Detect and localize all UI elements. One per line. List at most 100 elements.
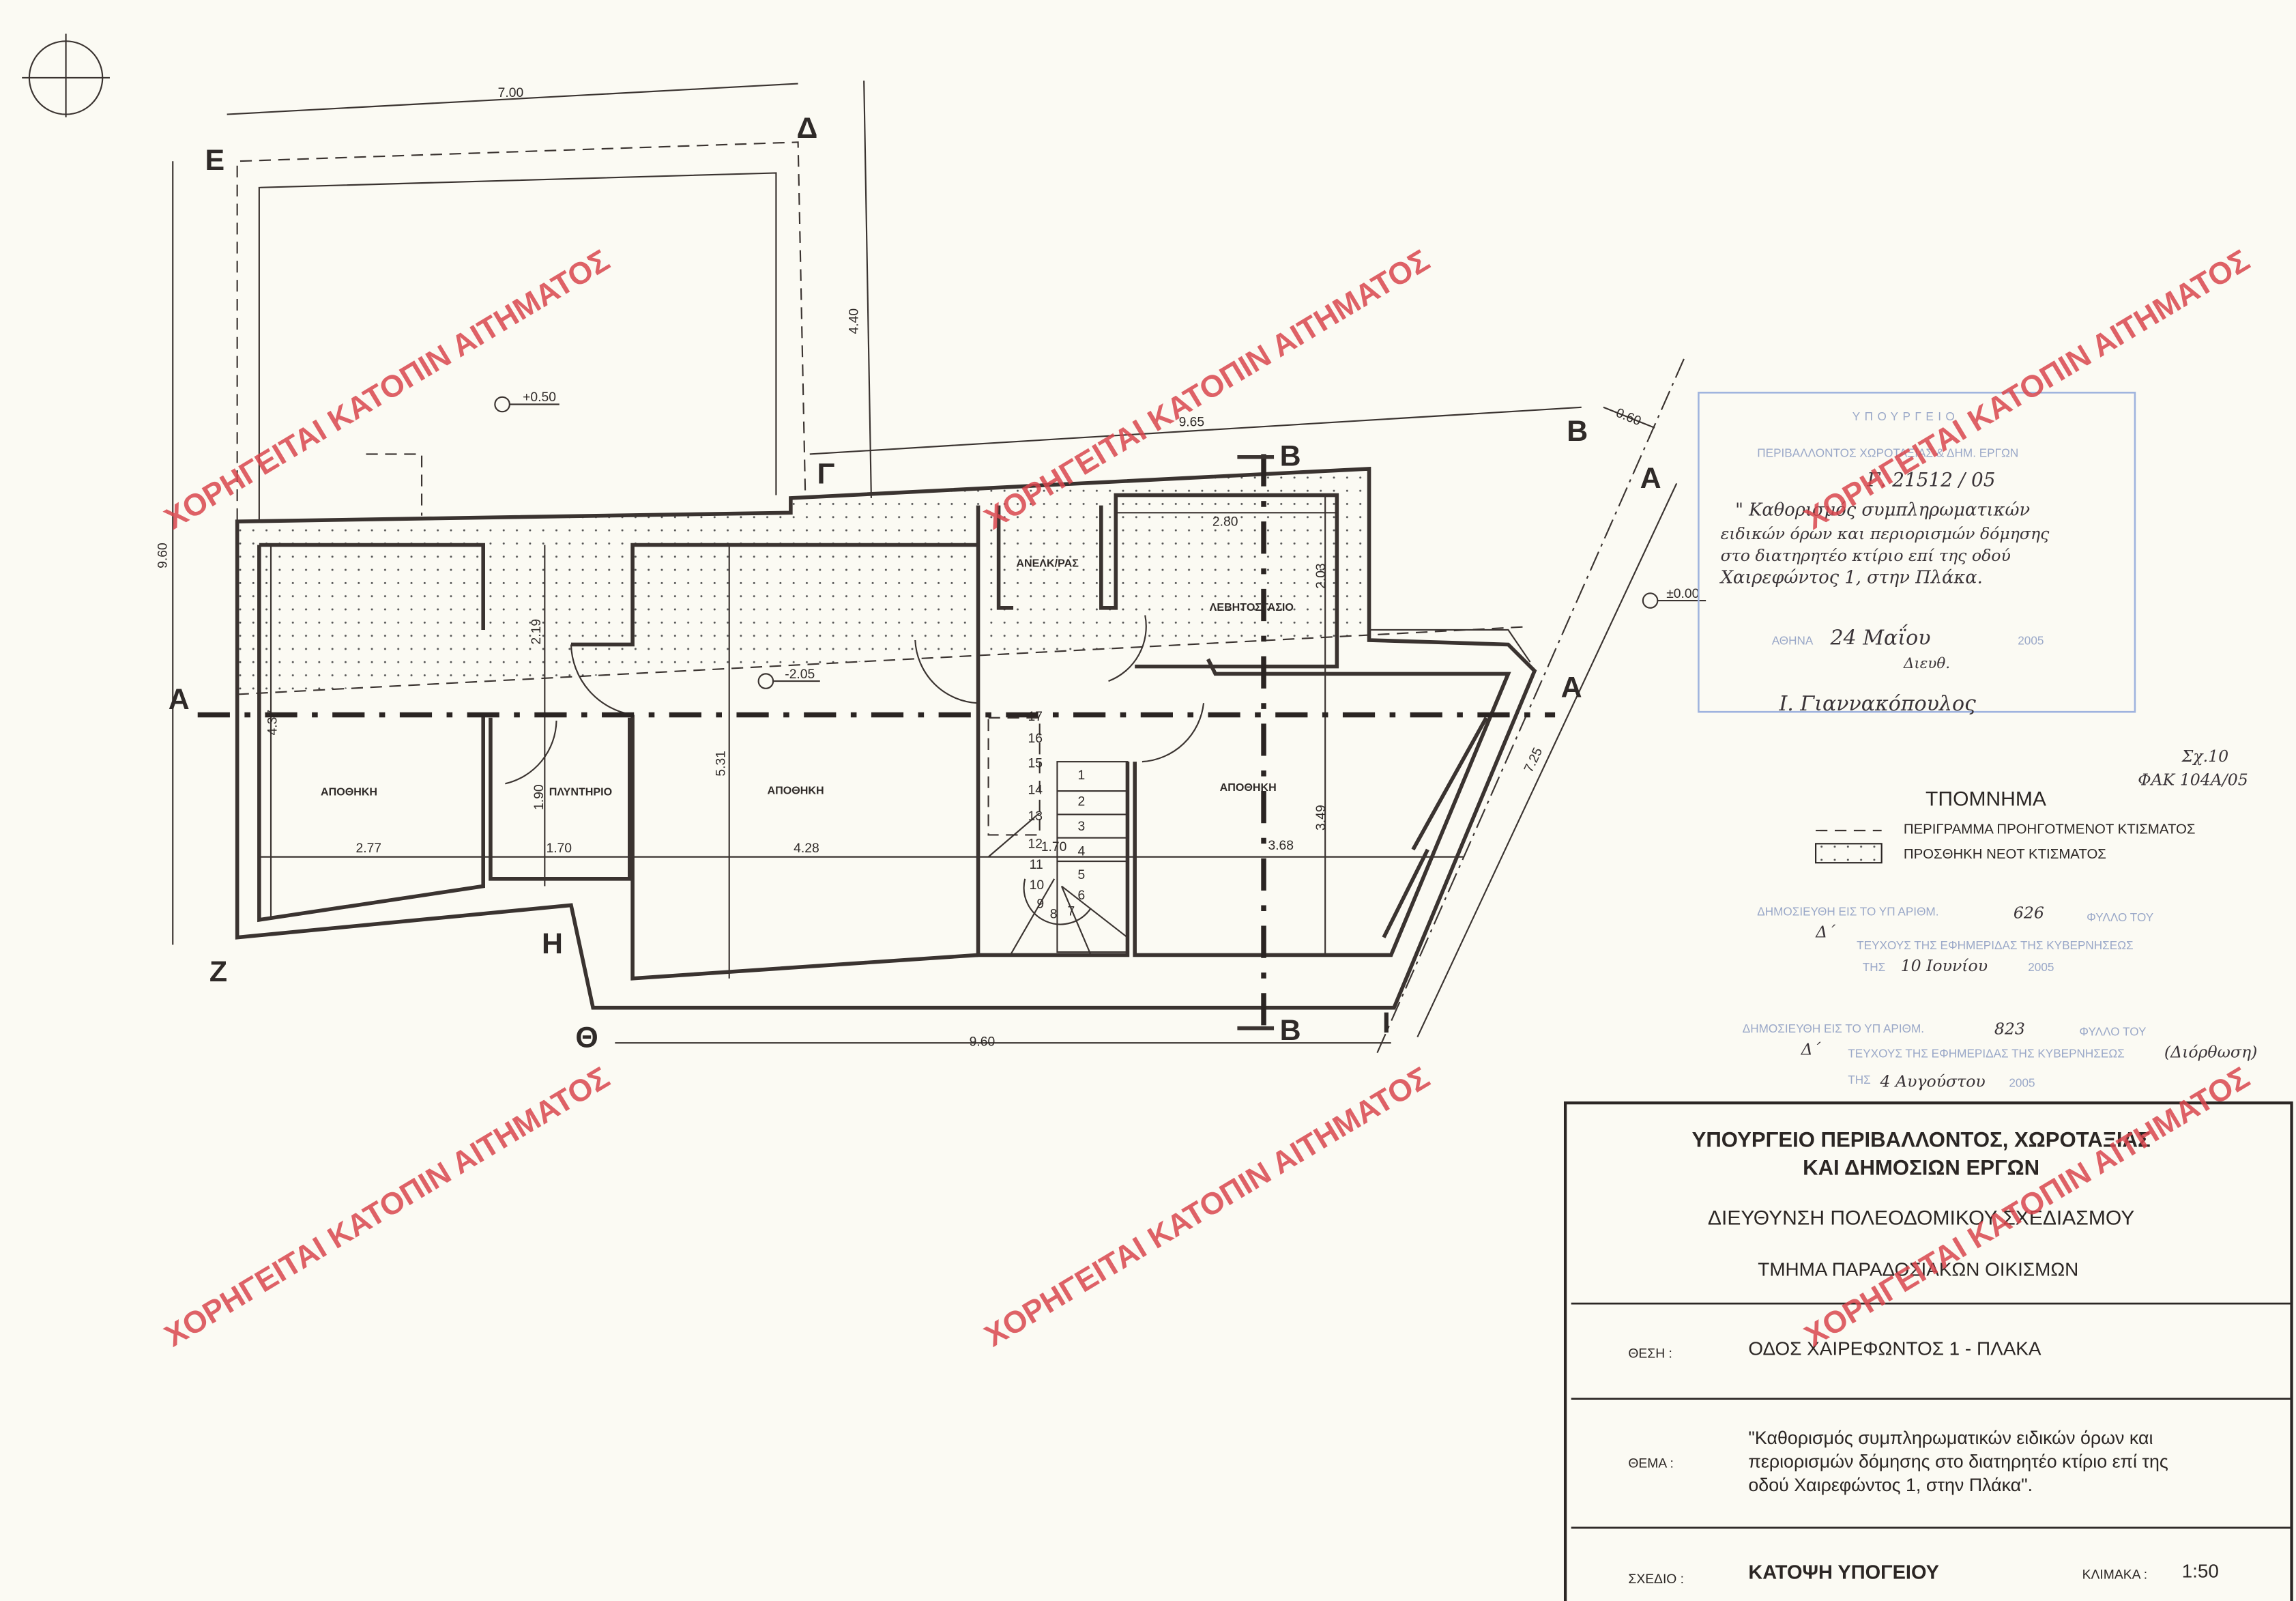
upper-plot: [172, 81, 1685, 1055]
section-b-top-label: Β: [1280, 440, 1301, 473]
pub1-number: 626: [2014, 904, 2044, 923]
stair-step-4: 4: [1077, 844, 1085, 859]
ministry-line-1: ΥΠΟΥΡΓΕΙΟ ΠΕΡΙΒΑΛΛΟΝΤΟΣ, ΧΩΡΟΤΑΞΙΑΣ: [1692, 1128, 2151, 1152]
stamp-header-2: ΠΕΡΙΒΑΛΛΟΝΤΟΣ ΧΩΡΟΤΑΞΙΑΣ & ΔΗΜ. ΕΡΓΩΝ: [1757, 446, 2018, 460]
point-e: Ε: [205, 144, 224, 177]
legend: ΤΠΟΜΝΗΜΑ ΠΕΡΙΓΡΑΜΜΑ ΠΡΟΗΓΟΤΜΕΝΟΤ ΚΤΙΣΜΑΤ…: [1815, 788, 2196, 864]
room-storage-middle: ΑΠΟΘΗΚΗ: [768, 784, 824, 796]
stamp-hand-line-3: στο διατηρητέο κτίριο επί της οδού: [1721, 546, 2011, 565]
level-street-label: ±0.00: [1666, 587, 1699, 601]
pub2-date: 4 Αυγούστου: [1880, 1072, 1986, 1091]
dim-9-60-bottom: 9.60: [970, 1035, 996, 1049]
point-z: Ζ: [209, 955, 227, 988]
room-storage-right: ΑΠΟΘΗΚΗ: [1220, 781, 1277, 794]
pub1-the: ΤΗΣ: [1863, 960, 1885, 974]
dim-5-31: 5.31: [714, 751, 728, 777]
dim-2-80: 2.80: [1212, 515, 1238, 530]
scale-label: ΚΛΙΜΑΚΑ :: [2082, 1568, 2147, 1583]
dim-4-40: 4.40: [847, 308, 862, 334]
location-label: ΘΕΣΗ :: [1628, 1347, 1672, 1361]
publication-stamp-1: ΔΗΜΟΣΙΕΥΘΗ ΕΙΣ ΤΟ ΥΠ ΑΡΙΘΜ. 626 ΦΥΛΛΟ ΤΟ…: [1757, 904, 2153, 975]
stair-step-3: 3: [1077, 820, 1085, 834]
dim-2-19: 2.19: [529, 619, 544, 645]
approval-stamp: ΥΠΟΥΡΓΕΙΟ ΠΕΡΙΒΑΛΛΟΝΤΟΣ ΧΩΡΟΤΑΞΙΑΣ & ΔΗΜ…: [1698, 392, 2136, 716]
dim-2-77: 2.77: [355, 841, 381, 856]
drawing-title: ΚΑΤΟΨΗ ΥΠΟΓΕΙΟΥ: [1748, 1562, 1939, 1584]
department: ΤΜΗΜΑ ΠΑΡΑΔΟΣΙΑΚΩΝ ΟΙΚΙΣΜΩΝ: [1758, 1258, 2078, 1280]
dim-1-90: 1.90: [532, 784, 547, 810]
room-storage-left: ΑΠΟΘΗΚΗ: [321, 785, 377, 798]
stamp-signature: Ι. Γιαννακόπουλος: [1778, 692, 1976, 716]
point-b: Β: [1567, 415, 1588, 448]
pub1-date: 10 Ιουνίου: [1901, 956, 1988, 975]
section-a-right-label: Α: [1561, 672, 1582, 704]
side-note-line-1: Σχ.10: [2181, 747, 2229, 766]
room-laundry: ΠΛΥΝΤΗΡΙΟ: [549, 785, 612, 798]
stamp-city: ΑΘΗΝΑ: [1772, 633, 1814, 647]
dim-9-65: 9.65: [1179, 416, 1205, 430]
pub1-year: 2005: [2028, 960, 2054, 974]
pub2-sheet: ΦΥΛΛΟ ΤΟΥ: [2079, 1024, 2147, 1038]
drawing-label: ΣΧΕΔΙΟ :: [1628, 1572, 1684, 1587]
stair-step-15: 15: [1028, 757, 1043, 771]
stamp-hand-line-1: " Καθορισμός συμπληρωματικών: [1735, 500, 2030, 521]
subject-line-1: "Καθορισμός συμπληρωματικών ειδικών όρων…: [1748, 1428, 2153, 1448]
section-a-left-label: Α: [169, 683, 190, 716]
stair-step-10: 10: [1030, 878, 1044, 893]
pub1-sheet: ΦΥΛΛΟ ΤΟΥ: [2087, 910, 2154, 924]
pub1-issue: Δ΄: [1815, 923, 1836, 942]
pub2-line1: ΔΗΜΟΣΙΕΥΘΗ ΕΙΣ ΤΟ ΥΠ ΑΡΙΘΜ.: [1743, 1022, 1924, 1035]
stair-step-9: 9: [1036, 897, 1044, 912]
stamp-hand-line-4: Χαιρεφώντος 1, στην Πλάκα.: [1719, 567, 1983, 588]
legend-item-new-addition: ΠΡΟΣΘΗΚΗ ΝΕΟΤ ΚΤΙΣΜΑΤΟΣ: [1904, 847, 2106, 862]
dim-7-00: 7.00: [498, 86, 524, 100]
pub2-issue: Δ΄: [1801, 1039, 1822, 1058]
dim-4-37: 4.37: [266, 710, 280, 736]
stair-step-12: 12: [1028, 837, 1043, 852]
stamp-role: Διευθ.: [1903, 655, 1950, 672]
stair-step-6: 6: [1077, 889, 1085, 903]
location-value: ΟΔΟΣ ΧΑΙΡΕΦΩΝΤΟΣ 1 - ΠΛΑΚΑ: [1748, 1338, 2041, 1359]
stamp-hand-line-2: ειδικών όρων και περιορισμών δόμησης: [1721, 524, 2050, 543]
level-basement-label: -2.05: [785, 667, 815, 682]
pub1-line1: ΔΗΜΟΣΙΕΥΘΗ ΕΙΣ ΤΟ ΥΠ ΑΡΙΘΜ.: [1757, 904, 1938, 918]
directorate: ΔΙΕΥΘΥΝΣΗ ΠΟΛΕΟΔΟΜΙΚΟΥ ΣΧΕΔΙΑΣΜΟΥ: [1708, 1207, 2134, 1229]
publication-stamp-2: ΔΗΜΟΣΙΕΥΘΗ ΕΙΣ ΤΟ ΥΠ ΑΡΙΘΜ. 823 ΦΥΛΛΟ ΤΟ…: [1743, 1019, 2258, 1091]
new-addition-hatch: [237, 468, 1523, 695]
dim-stair-1-70: 1.70: [1041, 840, 1067, 854]
stair-step-8: 8: [1050, 908, 1058, 922]
stair-step-16: 16: [1028, 732, 1043, 746]
pub2-line2: ΤΕΥΧΟΥΣ ΤΗΣ ΕΦΗΜΕΡΙΔΑΣ ΤΗΣ ΚΥΒΕΡΝΗΣΕΩΣ: [1848, 1047, 2125, 1061]
stair-step-2: 2: [1077, 795, 1085, 809]
dim-3-49: 3.49: [1314, 805, 1328, 831]
point-a: Α: [1640, 462, 1661, 495]
pub2-number: 823: [1994, 1019, 2025, 1038]
point-th: Θ: [575, 1022, 598, 1054]
legend-item-previous-building: ΠΕΡΙΓΡΑΜΜΑ ΠΡΟΗΓΟΤΜΕΝΟΤ ΚΤΙΣΜΑΤΟΣ: [1904, 822, 2196, 837]
stair-step-7: 7: [1067, 904, 1075, 919]
stamp-year: 2005: [2018, 633, 2044, 647]
subject-label: ΘΕΜΑ :: [1628, 1457, 1673, 1471]
dim-3-68: 3.68: [1268, 839, 1294, 853]
stair-step-1: 1: [1077, 768, 1085, 783]
room-boiler: ΛΕΒΗΤΟΣΤΑΣΙΟ: [1210, 601, 1294, 614]
section-b-bottom-label: Β: [1280, 1014, 1301, 1047]
dim-1-70: 1.70: [546, 841, 572, 856]
level-upper-label: +0.50: [523, 390, 556, 405]
subject-line-2: περιορισμών δόμησης στο διατηρητέο κτίρι…: [1748, 1452, 2168, 1472]
legend-dotted-swatch: [1815, 843, 1883, 864]
scale-value: 1:50: [2182, 1560, 2219, 1581]
level-marker-upper: [494, 396, 560, 413]
level-marker-basement: [757, 673, 820, 689]
stair-step-5: 5: [1077, 868, 1085, 882]
building-walls: [235, 466, 1537, 1010]
dim-4-28: 4.28: [794, 841, 819, 856]
dim-2-03: 2.03: [1314, 563, 1328, 589]
point-g: Γ: [817, 457, 834, 490]
stair-step-11: 11: [1030, 858, 1043, 872]
pub2-note: (Διόρθωση): [2164, 1043, 2257, 1062]
subject-line-3: οδού Χαιρεφώντος 1, στην Πλάκα".: [1748, 1475, 2033, 1495]
stair-step-13: 13: [1028, 809, 1043, 824]
pub2-the: ΤΗΣ: [1848, 1073, 1870, 1086]
